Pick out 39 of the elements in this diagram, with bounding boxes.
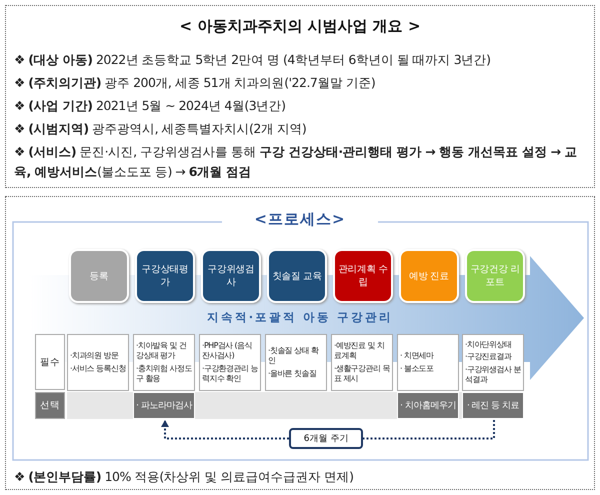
cell-text: ·구강환경관리 능력지수 확인 [202, 364, 258, 384]
cell-text: ·치과의원 방문 [70, 351, 120, 362]
bullet-text: ❖ (사업 기간) 2021년 5월 ~ 2024년 4월(3년간) [14, 97, 287, 115]
cell-text: ·칫솔질 상태 확인 [268, 346, 320, 367]
process-step-box: 구강위생검사 [201, 249, 261, 303]
row-header: 선택 [35, 392, 65, 419]
bullet-text: ❖ (시범지역) 광주광역시, 세종특별자치시(2개 지역) [14, 120, 308, 138]
bullet-text: ❖ (본인부담률) 10% 적용(차상위 및 의료급여수급권자 면제) [14, 468, 355, 486]
band-label: 지속적·포괄적 아동 구강관리 [206, 310, 394, 325]
cell-text: · 불소도포 [400, 364, 434, 374]
cell-text: ·올바른 칫솔질 [268, 368, 318, 380]
cell-text: ·PHP검사 (음식잔사검사) [202, 340, 253, 362]
arrow [161, 420, 289, 440]
process-step-box: 구강건강 리포트 [465, 249, 525, 303]
bullet-text: ❖ (서비스) 문진·시진, 구강위생검사를 통해 구강 건강상태·관리행태 평가 → 행동 개선목표 설정 → 교육, 예방서비스(불소도포 등) → 6개월 점검 [14, 143, 578, 181]
title: < 아동치과주치의 시범사업 개요 > [178, 17, 422, 36]
section-heading: <프로세스> [253, 210, 347, 229]
process-step-box: 구강상태평가 [135, 249, 195, 303]
cell-text: ·생활구강관리 목표 제시 [334, 364, 390, 384]
cell-text: ·예방진료 및 치료계획 [334, 340, 386, 362]
cell-text: · 치면세마 [400, 351, 435, 362]
process-step-box: 관리계획 수립 [333, 249, 393, 303]
process-step-box: 칫솔질 교육 [267, 249, 327, 303]
table-cell: · 치아홈메우기 [397, 392, 459, 419]
cell-text: ·치아발육 및 건강상태 평가 [136, 340, 188, 362]
bullet-text: ❖ (대상 아동) 2022년 초등학교 5학년 2만여 명 (4학년부터 6학년이 될 때까지 3년간) [14, 51, 492, 69]
cell-text: ·충치위험 사정도구 활용 [136, 364, 192, 384]
table-cell: · 파노라마검사 [133, 392, 195, 419]
cycle-box: 6개월 주기 [289, 428, 363, 449]
cell-text: ·서비스 등록신청 [70, 364, 126, 374]
process-step-box: 등록 [69, 249, 129, 303]
row-header: 필수 [35, 334, 65, 390]
process-step-box: 예방 진료 [399, 249, 459, 303]
cell-text: ·구강위생검사 분석결과 [465, 364, 521, 386]
table-cell: · 레진 등 치료 [462, 392, 524, 419]
cell-text: ·구강진료결과 [465, 352, 513, 362]
cell-text: ·치아단위상태 [465, 340, 512, 350]
bullet-text: ❖ (주치의기관) 광주 200개, 세종 51개 치과의원('22.7월말 기준) [14, 74, 376, 92]
connector-line [363, 420, 495, 440]
